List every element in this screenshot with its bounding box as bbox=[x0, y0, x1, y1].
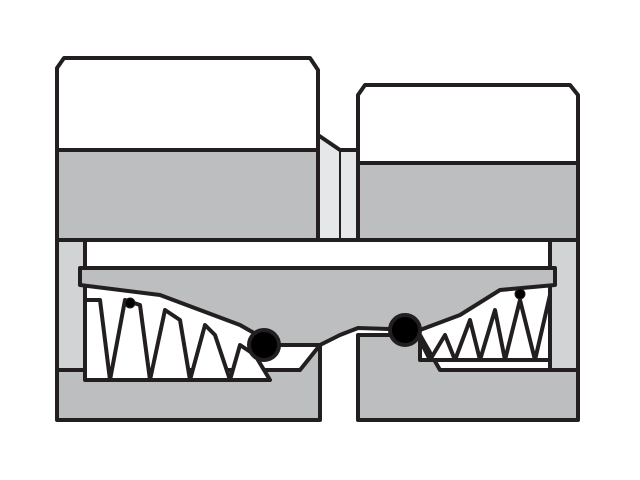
left-threads bbox=[83, 298, 272, 382]
left-seal-ball bbox=[247, 328, 281, 362]
right-retainer-dot bbox=[514, 288, 526, 300]
right-nut-top-face bbox=[356, 83, 580, 165]
bore-band bbox=[55, 238, 580, 270]
left-retainer-dot bbox=[124, 297, 136, 309]
left-nut-lower-face bbox=[55, 148, 320, 242]
right-nut-lower-face bbox=[356, 161, 580, 242]
right-seal-ball bbox=[388, 313, 422, 347]
center-neck bbox=[316, 133, 360, 242]
right-threads bbox=[418, 293, 552, 362]
left-nut-top-face bbox=[55, 56, 320, 152]
tube-section bbox=[78, 266, 557, 347]
